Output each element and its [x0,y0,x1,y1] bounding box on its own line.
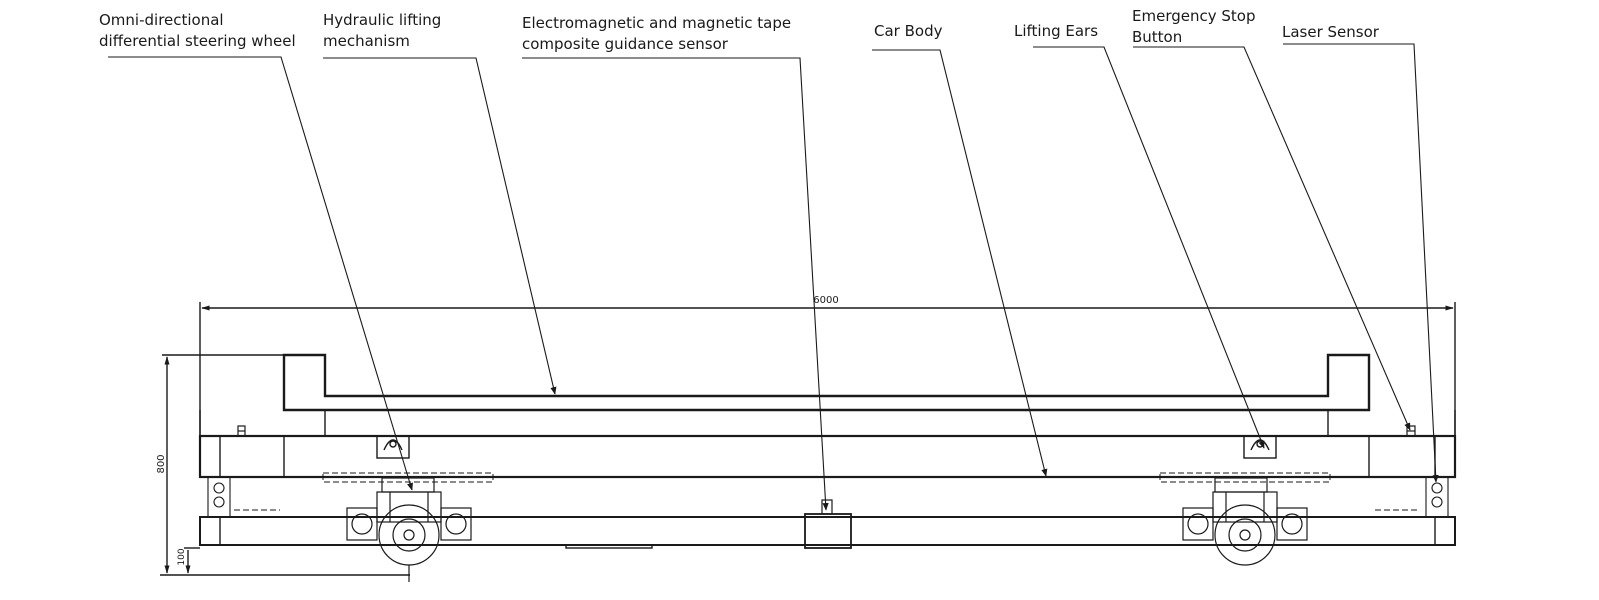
label-laser-sensor: Laser Sensor [1282,23,1379,41]
lifting-ear-left [376,435,410,459]
label-steering-wheel: Omni-directional differential steering w… [99,11,296,50]
lifting-platform [282,353,1371,412]
laser-sensor [1406,425,1416,437]
corner-connector-left [207,476,280,518]
steering-wheel-right [1182,477,1308,566]
dimension-clearance-text: 100 [177,548,187,565]
dimension-length [199,302,1456,440]
steering-wheel-left [346,477,472,582]
corner-connector-right [1375,476,1449,518]
leader-lines [108,43,1439,511]
label-lifting-ears: Lifting Ears [1014,22,1099,40]
emergency-stop-button [237,425,246,437]
car-body [198,410,1457,479]
lifting-ear-right [1243,435,1277,459]
dimension-height-text: 800 [156,454,167,473]
label-guidance-sensor: Electromagnetic and magnetic tape compos… [522,14,792,53]
dimension-height [160,354,410,576]
dimension-length-text: 6000 [813,295,838,306]
label-emergency-stop: Emergency Stop Button [1132,7,1256,46]
guidance-sensor-block [804,499,852,549]
lower-chassis [199,516,1456,549]
hydraulic-unit-hidden [322,472,1331,483]
label-hydraulic-lifting: Hydraulic lifting mechanism [323,11,442,50]
label-car-body: Car Body [874,22,943,40]
